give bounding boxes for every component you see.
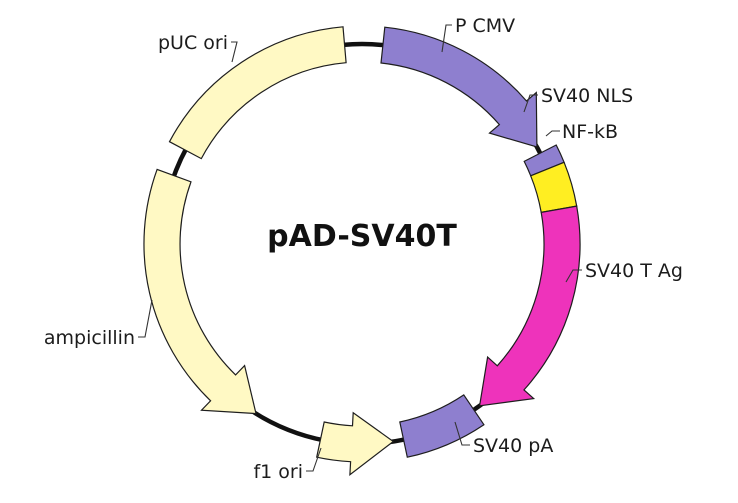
label-sv40pa: SV40 pA bbox=[473, 435, 553, 457]
feature-layer bbox=[143, 26, 581, 476]
feature-sv40pa bbox=[399, 394, 485, 458]
leader-lines bbox=[138, 24, 582, 472]
leader-puc bbox=[231, 41, 238, 63]
leader-ampicillin bbox=[138, 299, 153, 338]
leader-sv40tag bbox=[565, 269, 582, 283]
label-ampicillin: ampicillin bbox=[44, 327, 135, 349]
label-pcmv: P CMV bbox=[455, 15, 515, 37]
leader-sv40pa bbox=[454, 421, 470, 446]
feature-sv40tag bbox=[478, 205, 581, 407]
leader-pcmv bbox=[441, 24, 452, 53]
feature-pcmv bbox=[380, 26, 538, 148]
feature-f1ori bbox=[315, 411, 395, 476]
label-f1ori: f1 ori bbox=[253, 461, 303, 483]
leader-nfkb bbox=[545, 130, 560, 137]
leader-f1ori bbox=[306, 447, 322, 472]
label-nfkb: NF-kB bbox=[562, 121, 618, 143]
feature-puc bbox=[168, 26, 347, 160]
plasmid-name: pAD-SV40T bbox=[267, 219, 457, 254]
label-sv40tag: SV40 T Ag bbox=[585, 260, 683, 282]
label-puc: pUC ori bbox=[158, 32, 228, 54]
leader-sv40nls bbox=[523, 94, 538, 113]
label-sv40nls: SV40 NLS bbox=[541, 85, 633, 107]
feature-ampicillin bbox=[143, 168, 257, 415]
